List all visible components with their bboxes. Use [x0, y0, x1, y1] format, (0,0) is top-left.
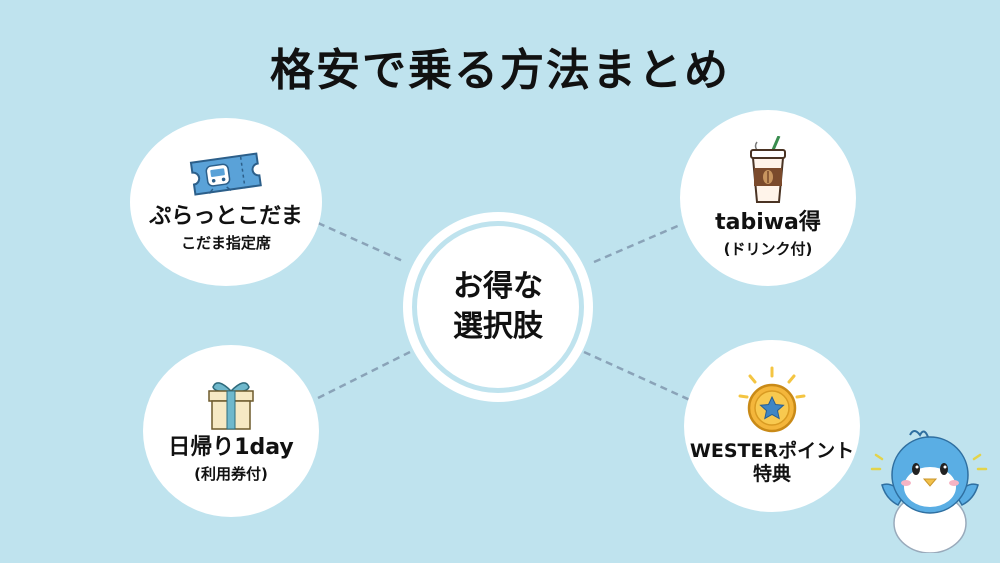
- center-node-ring: お得な 選択肢: [412, 221, 584, 393]
- center-line-1: お得な: [453, 268, 543, 304]
- node-sub-label: (利用券付): [194, 464, 268, 483]
- node-main-label: WESTERポイント特典: [689, 440, 855, 485]
- node-sub-label: (ドリンク付): [723, 239, 813, 258]
- node-main-label: tabiwa得: [715, 210, 821, 236]
- node-main-label: ぷらっとこだま: [149, 204, 303, 230]
- star-coin-icon: [738, 366, 806, 433]
- connector-top-right: [593, 223, 681, 264]
- connector-bottom-left: [317, 350, 411, 400]
- connector-bottom-right: [583, 350, 691, 402]
- page-title: 格安で乗る方法まとめ: [270, 45, 730, 96]
- bird-mascot-icon: [870, 430, 988, 553]
- node-tabiwa: tabiwa得 (ドリンク付): [680, 110, 856, 286]
- connector-top-left: [317, 221, 406, 264]
- coffee-cup-icon: [750, 136, 786, 204]
- center-line-2: 選択肢: [453, 309, 543, 344]
- center-node: お得な 選択肢: [403, 212, 593, 402]
- node-plat-kodama: ぷらっとこだま こだま指定席: [130, 118, 322, 286]
- gift-box-icon: [208, 382, 254, 431]
- node-higaeri-1day: 日帰り1day (利用券付): [143, 345, 319, 517]
- train-ticket-icon: [189, 152, 262, 196]
- node-wester-point: WESTERポイント特典: [684, 340, 860, 512]
- node-sub-label: こだま指定席: [181, 233, 271, 252]
- node-main-label: 日帰り1day: [168, 435, 294, 461]
